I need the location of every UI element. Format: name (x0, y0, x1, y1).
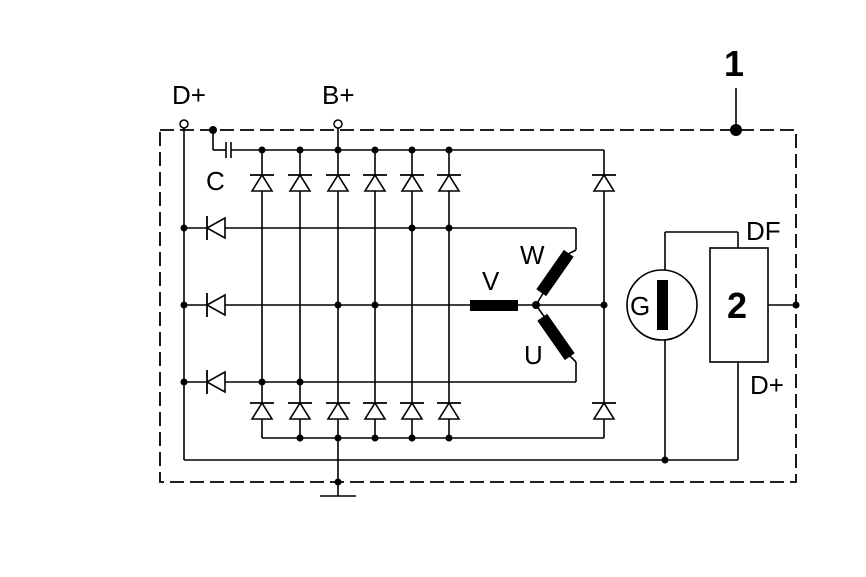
label-phase-u: U (524, 340, 543, 370)
junction (408, 434, 416, 442)
rectifier-columns (261, 150, 605, 438)
junction (296, 378, 304, 386)
diode (288, 401, 312, 420)
diode (205, 370, 226, 394)
label-df-terminal: DF (746, 216, 781, 246)
junction (792, 301, 800, 309)
junction (296, 434, 304, 442)
junction (180, 224, 188, 232)
diode (363, 401, 387, 420)
junction (258, 378, 266, 386)
junction (371, 434, 379, 442)
diode (363, 173, 387, 192)
winding-w-lead (559, 249, 577, 259)
diode (326, 173, 350, 192)
callout-number: 1 (724, 43, 744, 84)
label-phase-v: V (482, 266, 500, 296)
junction (371, 146, 379, 154)
diode (326, 401, 350, 420)
exciter-diodes (205, 216, 226, 394)
junction (600, 301, 608, 309)
junction (334, 434, 342, 442)
star-point (532, 301, 540, 309)
callout-dot (730, 124, 742, 136)
diode (592, 401, 616, 420)
label-d-plus-terminal: D+ (172, 80, 206, 110)
junction (180, 378, 188, 386)
winding-u-lead (567, 353, 577, 363)
negative-diodes (250, 401, 616, 420)
voltage-regulator-box (709, 247, 769, 363)
junction (334, 301, 342, 309)
junction (445, 224, 453, 232)
junction (445, 146, 453, 154)
junction (180, 301, 188, 309)
label-generator: G (630, 291, 650, 321)
junction (445, 434, 453, 442)
label-phase-w: W (520, 240, 545, 270)
field-winding (657, 280, 668, 330)
junction (408, 224, 416, 232)
diode (288, 173, 312, 192)
diode (250, 173, 274, 192)
diode (205, 293, 226, 317)
terminal-b-plus (333, 119, 343, 129)
winding-u (537, 313, 575, 361)
diode (592, 173, 616, 192)
junction (408, 146, 416, 154)
diode (437, 173, 461, 192)
winding-v (470, 300, 518, 311)
junction (334, 146, 342, 154)
diode (205, 216, 226, 240)
label-capacitor: C (206, 166, 225, 196)
junction-dots (180, 146, 669, 464)
junction (258, 146, 266, 154)
junction (296, 146, 304, 154)
winding-w (536, 249, 574, 297)
label-regulator-number: 2 (727, 285, 747, 326)
junction (334, 478, 342, 486)
diode (250, 401, 274, 420)
diode (400, 173, 424, 192)
junction (371, 301, 379, 309)
terminal-d-plus (179, 119, 189, 129)
label-d-plus-regulator: D+ (750, 370, 784, 400)
diode (400, 401, 424, 420)
diode (437, 401, 461, 420)
label-b-plus-terminal: B+ (322, 80, 355, 110)
positive-diodes (250, 173, 616, 192)
